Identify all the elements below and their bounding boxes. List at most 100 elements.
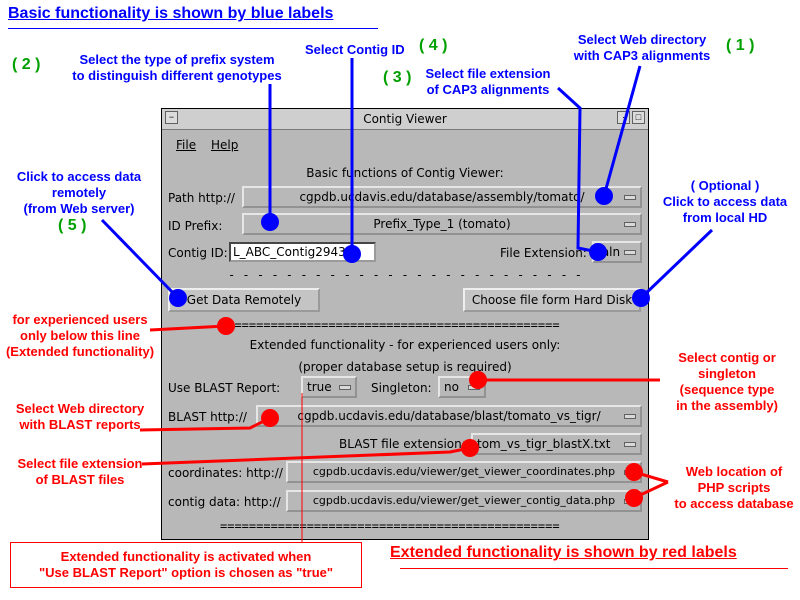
pointer-php-coord	[625, 463, 669, 484]
extended-header: Extended functionality - for experienced…	[249, 338, 561, 352]
experienced-note: for experienced users only below this li…	[2, 312, 158, 360]
dropdown-arrow-icon	[624, 195, 636, 200]
experienced-note-line: (Extended functionality)	[5, 344, 155, 359]
remote-note-line: Click to access data	[16, 169, 142, 184]
prefix-note-line: to distinguish different genotypes	[72, 68, 282, 83]
blast-path-combo[interactable]: cgpdb.ucdavis.edu/database/blast/tomato_…	[256, 405, 642, 427]
optional-note: ( Optional ) Click to access data from l…	[652, 178, 798, 226]
label-n1: ( 1 )	[726, 37, 755, 54]
coord-combo[interactable]: cgpdb.ucdavis.edu/viewer/get_viewer_coor…	[286, 461, 642, 483]
experienced-note-line: for experienced users	[12, 312, 148, 327]
php-note-line: PHP scripts	[697, 480, 771, 495]
optional-note-line: Click to access data	[662, 194, 788, 209]
pointer-local	[632, 228, 714, 307]
blast-ext-label: BLAST file extension:	[339, 437, 466, 451]
label-n5: ( 5 )	[58, 217, 87, 234]
coord-label: coordinates: http://	[168, 466, 283, 480]
window-menu-icon[interactable]: −	[165, 111, 178, 124]
get-remote-button[interactable]: Get Data Remotely	[168, 288, 320, 312]
prefix-note-line: Select the type of prefix system	[79, 52, 275, 67]
blast-ext-combo[interactable]: tom_vs_tigr_blastX.txt	[471, 433, 642, 455]
singleton-value: no	[444, 380, 459, 394]
eq-separator-top: ========================================…	[220, 318, 560, 332]
blue-heading: Basic functionality is shown by blue lab…	[8, 5, 334, 22]
label-n2: ( 2 )	[12, 56, 41, 73]
ext-note: Select file extension of CAP3 alignments	[416, 66, 560, 98]
contig-note: Select Contig ID	[305, 42, 405, 57]
menu-help[interactable]: Help	[211, 138, 239, 152]
pointer-blast-ext	[141, 439, 479, 466]
prefix-label: ID Prefix:	[168, 219, 223, 233]
blast-dir-note-line: with BLAST reports	[19, 417, 141, 432]
dropdown-arrow-icon	[624, 222, 636, 227]
prefix-combo[interactable]: Prefix_Type_1 (tomato)	[242, 213, 642, 235]
pointer-ext	[556, 86, 607, 261]
choose-file-button[interactable]: Choose file form Hard Disk	[463, 288, 641, 312]
optional-note-line: from local HD	[682, 210, 768, 225]
activated-note-line: "Use BLAST Report" option is chosen as "…	[38, 565, 334, 580]
remote-note-line: (from Web server)	[23, 201, 135, 216]
path-label: Path http://	[168, 191, 235, 205]
php-note: Web location of PHP scripts to access da…	[670, 464, 798, 512]
use-blast-value: true	[307, 380, 332, 394]
red-heading-underline	[400, 568, 788, 569]
dropdown-arrow-icon	[624, 414, 636, 419]
basic-header: Basic functions of Contig Viewer:	[306, 166, 504, 180]
pointer-blast-dir	[139, 409, 279, 432]
experienced-note-line: only below this line	[20, 328, 140, 343]
red-heading: Extended functionality is shown by red l…	[390, 544, 737, 561]
path-value: cgpdb.ucdavis.edu/database/assembly/toma…	[299, 190, 585, 204]
singleton-note-line: (sequence type	[679, 382, 775, 397]
maximize-icon[interactable]: □	[632, 111, 645, 124]
dropdown-arrow-icon	[624, 250, 636, 255]
blast-dir-note-line: Select Web directory	[15, 401, 145, 416]
contigdata-label: contig data: http://	[168, 495, 281, 509]
singleton-label: Singleton:	[371, 381, 432, 395]
optional-note-line: ( Optional )	[690, 178, 760, 193]
contigdata-value: cgpdb.ucdavis.edu/viewer/get_viewer_cont…	[312, 494, 616, 507]
blast-ext-note-line: of BLAST files	[35, 472, 125, 487]
use-blast-label: Use BLAST Report:	[168, 381, 281, 395]
pointer-php-data	[625, 480, 669, 507]
blast-ext-value: tom_vs_tigr_blastX.txt	[477, 437, 611, 451]
blast-path-value: cgpdb.ucdavis.edu/database/blast/tomato_…	[297, 409, 601, 423]
label-n4: ( 4 )	[419, 37, 448, 54]
contig-input[interactable]: L_ABC_Contig2943	[229, 242, 376, 262]
blast-path-label: BLAST http://	[168, 410, 247, 424]
prefix-value: Prefix_Type_1 (tomato)	[373, 217, 511, 231]
php-note-line: Web location of	[685, 464, 783, 479]
use-blast-combo[interactable]: true	[301, 376, 357, 398]
pointer-remote	[100, 218, 187, 307]
ext-note-line: Select file extension	[425, 66, 551, 81]
window-titlebar[interactable]: − Contig Viewer · □	[162, 109, 648, 130]
pointer-path	[595, 65, 642, 205]
window-title: Contig Viewer	[363, 112, 447, 126]
pointer-experienced	[149, 317, 235, 335]
dropdown-arrow-icon	[624, 442, 636, 447]
blast-ext-note: Select file extension of BLAST files	[4, 456, 156, 488]
contig-label: Contig ID:	[168, 246, 228, 260]
php-note-line: to access database	[674, 496, 794, 511]
web-note: Select Web directory with CAP3 alignment…	[566, 32, 718, 64]
eq-separator-bottom: ========================================…	[220, 519, 560, 533]
prefix-note: Select the type of prefix system to dist…	[52, 52, 302, 84]
activated-note: Extended functionality is activated when…	[12, 549, 360, 581]
ext-note-line: of CAP3 alignments	[426, 82, 550, 97]
coord-value: cgpdb.ucdavis.edu/viewer/get_viewer_coor…	[312, 465, 616, 478]
activated-note-line: Extended functionality is activated when	[60, 549, 312, 564]
dropdown-arrow-icon	[339, 385, 351, 390]
remote-note-line: remotely	[51, 185, 107, 200]
path-combo[interactable]: cgpdb.ucdavis.edu/database/assembly/toma…	[242, 186, 642, 208]
remote-note: Click to access data remotely (from Web …	[4, 169, 154, 217]
web-note-line: Select Web directory	[577, 32, 707, 47]
menu-bar: File Help	[162, 131, 648, 157]
dash-separator: - - - - - - - - - - - - - - - - - - - - …	[227, 268, 582, 282]
blue-heading-underline	[8, 28, 378, 29]
label-n3: ( 3 )	[383, 69, 412, 86]
singleton-note-line: Select contig or	[678, 350, 776, 365]
ext-label: File Extension:	[500, 246, 587, 260]
menu-file[interactable]: File	[176, 138, 197, 152]
activated-note-box	[10, 542, 362, 588]
blast-dir-note: Select Web directory with BLAST reports	[4, 401, 156, 433]
